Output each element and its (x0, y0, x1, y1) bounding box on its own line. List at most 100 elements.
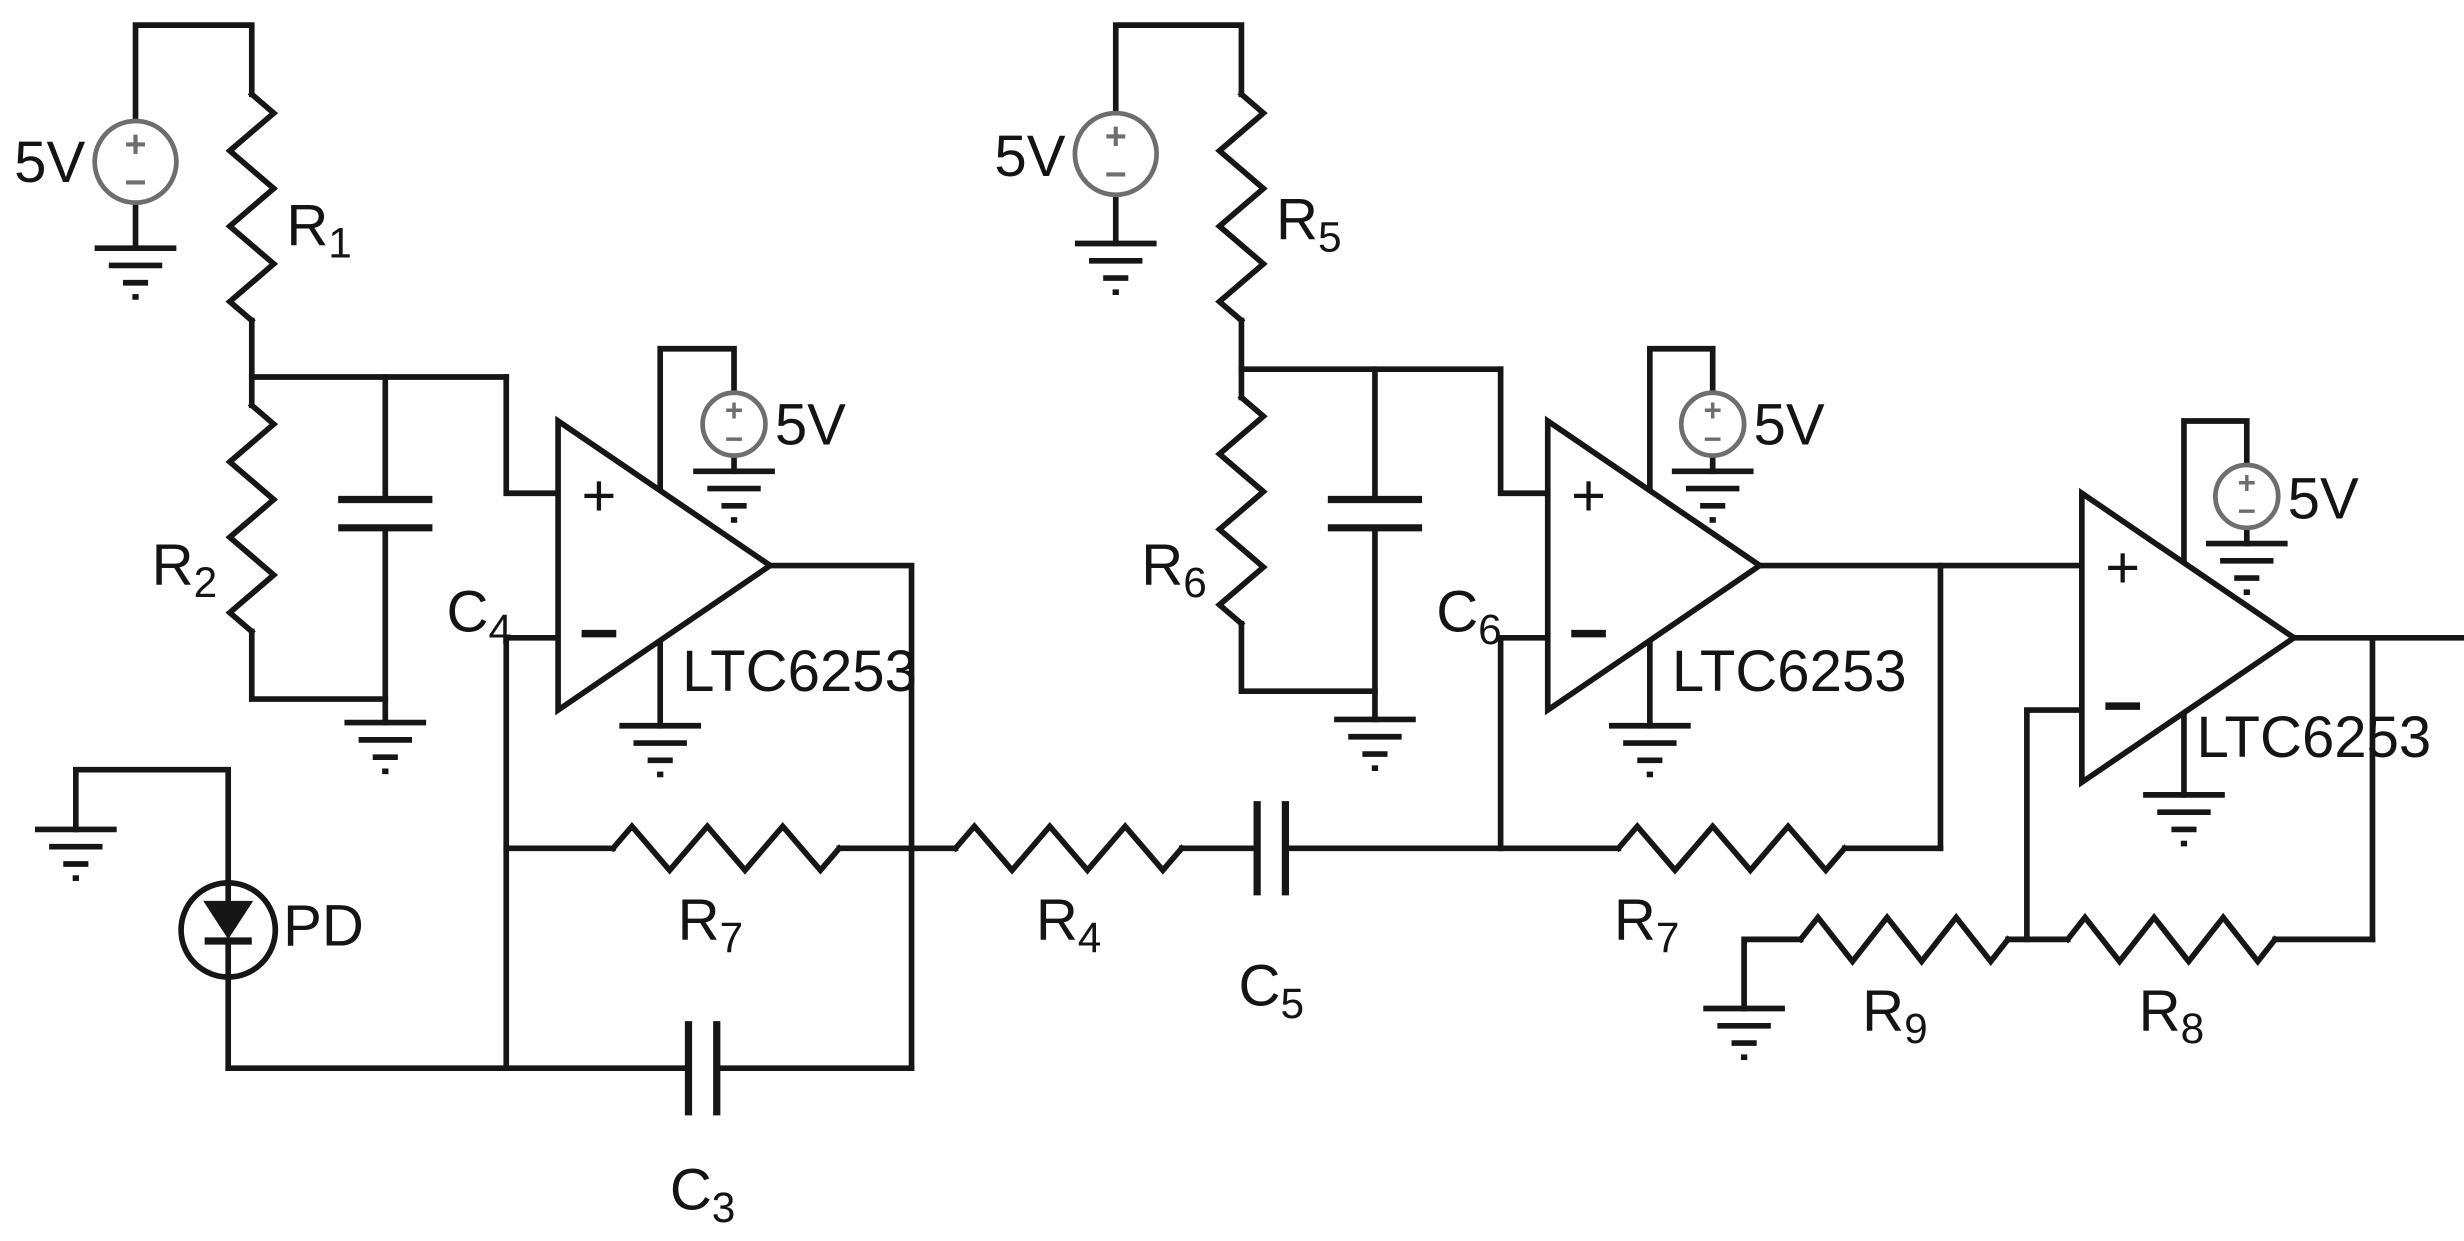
ground-symbols (35, 243, 2288, 1057)
source-plus-mark: + (125, 123, 147, 165)
source-minus-mark: − (1105, 153, 1127, 195)
supply-vcc3: + − 5V (2213, 462, 2359, 531)
r6-label: R6 (1141, 532, 1207, 606)
voltage-source-icon (1072, 110, 1159, 198)
resistor-r7b: R7 (1614, 821, 1849, 961)
resistor-icon (1796, 912, 2012, 966)
pd-label: PD (283, 894, 364, 959)
opamp-plus-input: + (2105, 534, 2140, 601)
supply-minus-mark: − (1704, 421, 1722, 456)
resistor-icon (2063, 912, 2280, 966)
wire (1647, 345, 1716, 493)
supply-minus-mark: − (2238, 494, 2256, 529)
supply-plus-mark: + (2238, 465, 2256, 500)
voltage-source-v1: + − 5V (14, 118, 179, 206)
vcc1-label: 5V (775, 393, 846, 458)
wire (1238, 620, 1378, 723)
opamp-triangle (2079, 487, 2299, 788)
opamp3-part-label: LTC6253 (2197, 705, 2432, 770)
r7a-label: R7 (678, 887, 744, 961)
wire (2024, 707, 2085, 943)
source-minus-mark: − (125, 161, 147, 203)
supply-bubble-icon (1678, 390, 1747, 458)
capacitor-c6: C6 (1327, 495, 1502, 653)
opamp1-part-label: LTC6253 (682, 639, 917, 704)
resistor-r9: R9 (1796, 912, 2012, 1053)
r9-label: R9 (1862, 979, 1928, 1053)
wire (767, 562, 915, 1072)
capacitor-c5: C5 (1238, 801, 1304, 1027)
ground-icon (95, 248, 177, 297)
ground-icon (1703, 1009, 1785, 1058)
resistor-r7a: R7 (609, 821, 844, 961)
resistor-r1: R1 (225, 90, 352, 325)
r4-label: R4 (1036, 887, 1102, 961)
wire (657, 345, 737, 493)
capacitor-c4: C4 (338, 495, 513, 653)
ground-icon (2143, 795, 2225, 844)
ground-icon (619, 726, 701, 775)
ground-icon (1334, 719, 1416, 768)
resistor-r4: R4 (951, 821, 1186, 961)
vcc3-label: 5V (2288, 466, 2359, 531)
opamp2-part-label: LTC6253 (1672, 639, 1907, 704)
opamp-triangle (1544, 415, 1765, 716)
opamp-2: + − LTC6253 (1544, 415, 1907, 716)
voltage-source-icon (92, 118, 179, 206)
opamp-minus-input: − (2103, 666, 2143, 744)
resistor-r2: R2 (152, 401, 279, 636)
v2-label: 5V (994, 124, 1065, 189)
c4-label: C4 (447, 579, 513, 653)
ground-icon (693, 471, 775, 520)
wire (1112, 22, 1245, 116)
wire (73, 766, 232, 886)
wire (132, 22, 255, 124)
opamp-triangle (555, 415, 776, 716)
r8-label: R8 (2139, 979, 2205, 1053)
c5-label: C5 (1238, 953, 1304, 1027)
wire (1741, 936, 1804, 1012)
resistor-icon (609, 821, 844, 875)
wire (1497, 634, 1551, 852)
supply-plus-mark: + (725, 393, 743, 428)
source-plus-mark: + (1105, 115, 1127, 157)
supply-bubble-icon (700, 390, 768, 458)
v1-label: 5V (14, 130, 85, 195)
resistor-icon (1215, 90, 1268, 325)
wire (1497, 366, 1551, 497)
r1-label: R1 (286, 193, 352, 267)
ground-icon (1075, 243, 1157, 292)
opamp-plus-input: + (582, 461, 617, 528)
wire (225, 974, 510, 1072)
resistor-r8: R8 (2063, 912, 2280, 1053)
opamp-plus-input: + (1571, 461, 1606, 528)
diode-icon (203, 900, 254, 940)
r7b-label: R7 (1614, 887, 1680, 961)
opamp-3: + − LTC6253 (2079, 487, 2432, 788)
resistor-icon (951, 821, 1186, 875)
ground-icon (344, 723, 426, 772)
c3-label: C3 (670, 1158, 736, 1232)
supply-plus-mark: + (1704, 393, 1722, 428)
supply-bubble-icon (2213, 462, 2281, 531)
c6-label: C6 (1436, 579, 1502, 653)
resistor-icon (1614, 821, 1849, 875)
wires (73, 22, 2464, 1072)
ground-icon (1609, 726, 1691, 775)
capacitor-c3: C3 (670, 1021, 736, 1232)
wire (2181, 418, 2250, 566)
resistor-icon (1215, 393, 1268, 628)
supply-vcc2: + − 5V (1678, 390, 1825, 458)
wire (248, 628, 389, 726)
opamp-minus-input: − (579, 594, 619, 672)
r5-label: R5 (1276, 187, 1342, 261)
wire (503, 374, 561, 497)
supply-minus-mark: − (725, 421, 743, 456)
opamp-1: + − LTC6253 (555, 415, 917, 716)
wire (503, 634, 561, 1072)
resistor-r5: R5 (1215, 90, 1342, 325)
vcc2-label: 5V (1754, 393, 1825, 458)
ground-icon (35, 829, 117, 878)
